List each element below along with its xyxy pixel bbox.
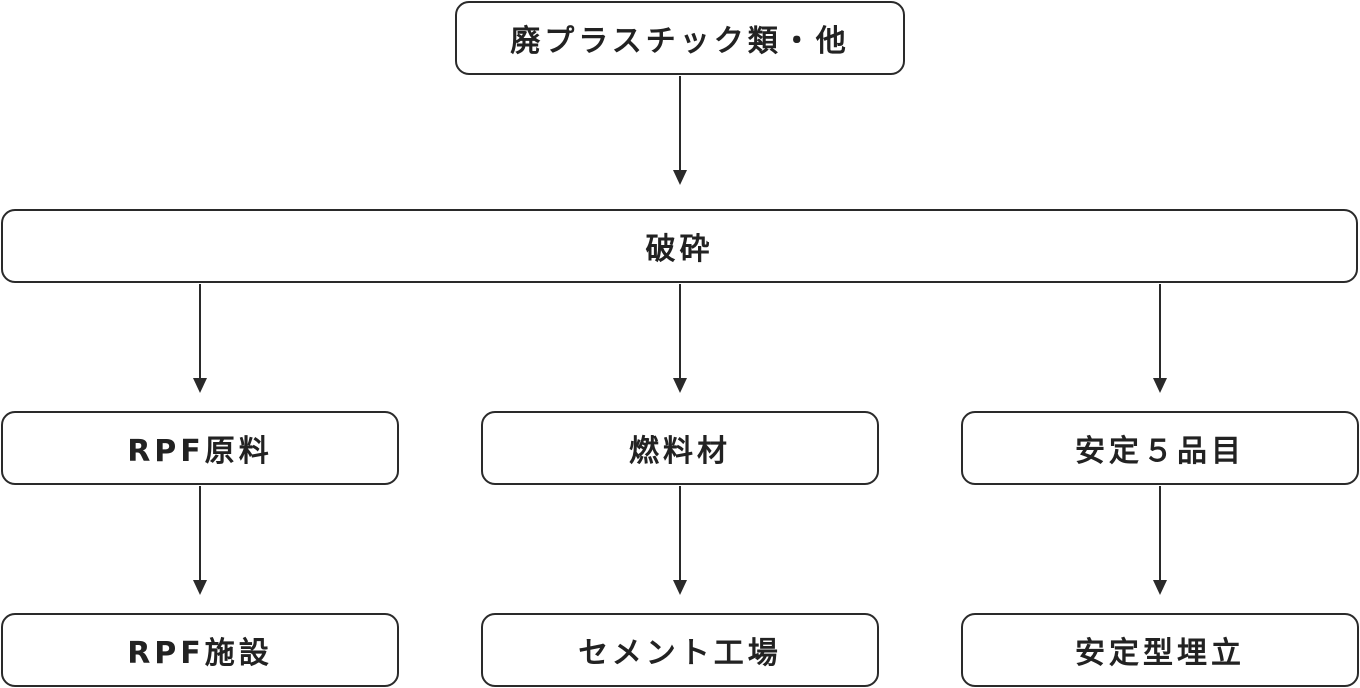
process-node-label: 破砕 — [645, 232, 714, 267]
left-destination-node: RPF施設 — [1, 613, 399, 687]
left-output-node-label: RPF原料 — [127, 434, 273, 469]
middle-output-node: 燃料材 — [481, 411, 879, 485]
arrow-process-to-left-output — [193, 284, 207, 393]
arrow-right-output-to-destination — [1153, 486, 1167, 595]
arrow-source-to-process — [673, 76, 687, 185]
middle-destination-node: セメント工場 — [481, 613, 879, 687]
left-output-node: RPF原料 — [1, 411, 399, 485]
left-destination-node-label: RPF施設 — [127, 636, 273, 671]
middle-output-node-label: 燃料材 — [629, 434, 731, 469]
middle-destination-node-label: セメント工場 — [578, 636, 782, 671]
source-node: 廃プラスチック類・他 — [455, 1, 905, 75]
arrow-middle-output-to-destination — [673, 486, 687, 595]
right-destination-node-label: 安定型埋立 — [1075, 636, 1245, 671]
arrow-process-to-middle-output — [673, 284, 687, 393]
source-node-label: 廃プラスチック類・他 — [510, 24, 850, 59]
arrow-process-to-right-output — [1153, 284, 1167, 393]
right-output-node-label: 安定５品目 — [1075, 434, 1245, 469]
arrow-left-output-to-destination — [193, 486, 207, 595]
process-node: 破砕 — [1, 209, 1358, 283]
right-destination-node: 安定型埋立 — [961, 613, 1359, 687]
right-output-node: 安定５品目 — [961, 411, 1359, 485]
